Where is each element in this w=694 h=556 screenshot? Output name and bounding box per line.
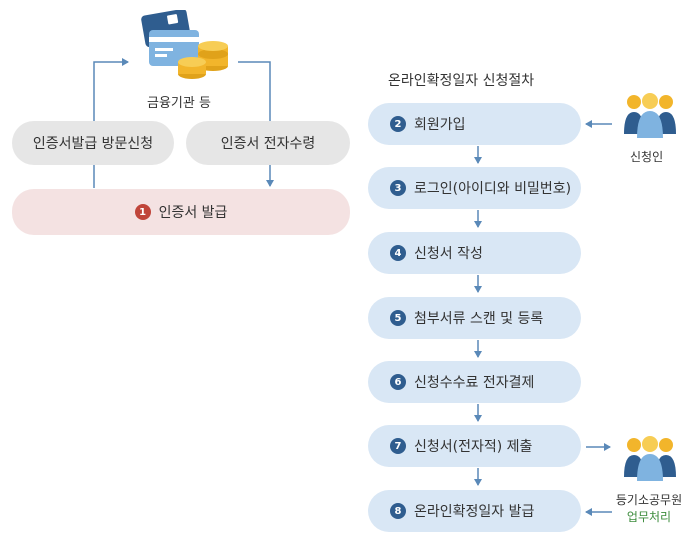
step-box: 6 신청수수료 전자결제 (368, 361, 581, 403)
procedure-title: 온라인확정일자 신청절차 (388, 73, 535, 89)
step-box: 7 신청서(전자적) 제출 (368, 425, 581, 467)
certificate-issue-label: 인증서 발급 (158, 205, 228, 221)
step-label: 신청수수료 전자결제 (414, 375, 535, 391)
official-task-label: 업무처리 (626, 510, 672, 524)
step-label: 신청서 작성 (414, 246, 483, 262)
people-group-icon (624, 93, 676, 138)
step-number-badge: 6 (390, 374, 406, 390)
step-number-badge: 8 (390, 503, 406, 519)
step-label: 회원가입 (414, 117, 466, 133)
step-number-badge: 4 (390, 245, 406, 261)
step-number-badge: 3 (390, 180, 406, 196)
official-label: 등기소공무원 (615, 493, 683, 507)
step-number-badge: 7 (390, 438, 406, 454)
electronic-receive-label: 인증서 전자수령 (220, 136, 316, 152)
issue-number-badge: 1 (134, 204, 151, 220)
step-box: 4 신청서 작성 (368, 232, 581, 274)
institution-label: 금융기관 등 (147, 96, 211, 111)
step-number-badge: 2 (390, 116, 406, 132)
step-box: 5 첨부서류 스캔 및 등록 (368, 297, 581, 339)
card-and-coins-icon (141, 10, 228, 79)
step-label: 로그인(아이디와 비밀번호) (414, 181, 572, 197)
certificate-issue-box: 1 인증서 발급 (12, 189, 350, 235)
step-box: 8 온라인확정일자 발급 (368, 490, 581, 532)
visit-application-box: 인증서발급 방문신청 (12, 121, 174, 165)
applicant-label: 신청인 (630, 150, 664, 164)
electronic-receive-box: 인증서 전자수령 (186, 121, 350, 165)
step-box: 2 회원가입 (368, 103, 581, 145)
step-label: 첨부서류 스캔 및 등록 (414, 311, 544, 327)
step-label: 신청서(전자적) 제출 (414, 439, 533, 455)
visit-application-label: 인증서발급 방문신청 (32, 136, 154, 152)
people-group-icon (624, 436, 676, 481)
step-box: 3 로그인(아이디와 비밀번호) (368, 167, 581, 209)
step-number-badge: 5 (390, 310, 406, 326)
step-label: 온라인확정일자 발급 (414, 504, 535, 520)
